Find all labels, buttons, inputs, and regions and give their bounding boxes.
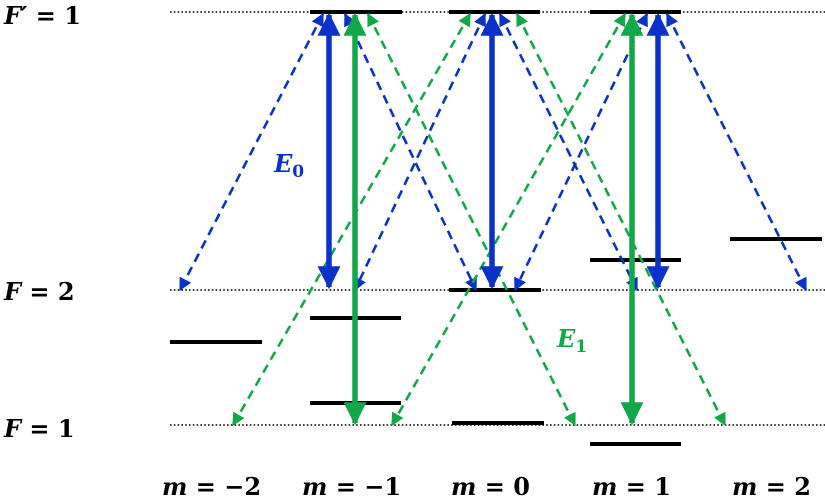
- blue-dashed-arrow: [498, 12, 639, 292]
- sigma-transition-arrows: [178, 12, 808, 427]
- blue-dashed-arrow: [343, 12, 478, 292]
- blue-dashed-arrow: [353, 12, 487, 292]
- pi-transition-arrows: [317, 12, 670, 426]
- m-quantum-number-label: m = −2: [162, 472, 261, 501]
- blue-dashed-arrow: [665, 12, 808, 292]
- green-dashed-arrow: [390, 12, 627, 427]
- green-dashed-arrow: [366, 12, 577, 427]
- manifold-label: F′ = 1: [3, 1, 81, 30]
- blue-dashed-arrow: [513, 12, 649, 292]
- manifold-label: F = 1: [3, 414, 75, 443]
- field-label-E0: E0: [273, 149, 304, 182]
- m-quantum-number-label: m = −1: [302, 472, 401, 501]
- field-label-E1: E1: [556, 324, 587, 357]
- manifold-reference-lines: [170, 11, 825, 426]
- m-quantum-number-label: m = 1: [592, 472, 671, 501]
- diagram-labels: F′ = 1 F = 2 F = 1 m = −2 m = −1 m = 0 m = 1 m …: [3, 1, 811, 501]
- zeeman-sublevels: [170, 10, 822, 446]
- blue-dashed-arrow: [178, 12, 325, 292]
- manifold-label: F = 2: [3, 277, 75, 306]
- m-quantum-number-label: m = 2: [732, 472, 811, 501]
- green-dashed-arrow: [231, 12, 472, 427]
- m-quantum-number-label: m = 0: [451, 472, 530, 501]
